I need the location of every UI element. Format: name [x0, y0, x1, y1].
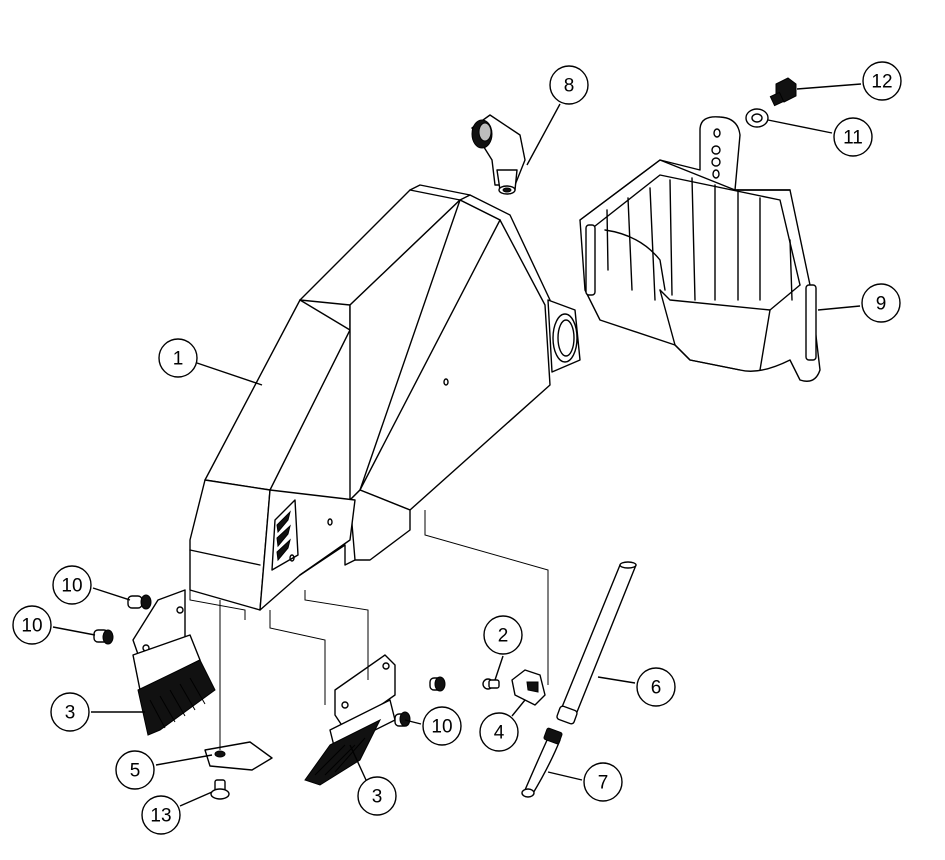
assembly-lines	[189, 510, 549, 750]
brush-left	[132, 589, 216, 736]
callout-circle	[141, 795, 181, 835]
callout-7: 7	[547, 762, 623, 802]
callout-number: 3	[65, 703, 76, 724]
callout-circle	[158, 338, 198, 378]
leader-line	[526, 103, 561, 166]
bolt	[769, 77, 797, 107]
main-housing	[189, 184, 581, 611]
callout-5: 5	[115, 750, 213, 790]
tube	[556, 561, 637, 725]
callout-circle	[52, 565, 92, 605]
callout-number: 7	[598, 773, 609, 794]
leader-line	[796, 83, 862, 90]
callout-number: 1	[173, 349, 184, 370]
callout-circle	[862, 61, 902, 101]
callout-3: 3	[349, 744, 397, 816]
callout-2: 2	[483, 615, 523, 681]
leader-line	[196, 362, 263, 386]
callout-12: 12	[796, 61, 902, 101]
leader-line	[597, 676, 636, 684]
callout-6: 6	[597, 667, 676, 707]
callout-1: 1	[158, 338, 263, 386]
callout-number: 10	[61, 576, 82, 597]
clip	[511, 669, 546, 706]
callout-10: 10	[52, 565, 131, 605]
leader-line	[404, 719, 422, 725]
washer	[745, 108, 769, 128]
leader-line	[767, 119, 833, 134]
callout-circle	[115, 750, 155, 790]
callout-circle	[50, 692, 90, 732]
callout-number: 13	[150, 806, 171, 827]
leader-line	[92, 587, 131, 601]
callout-number: 5	[130, 761, 141, 782]
elbow-fitting	[471, 114, 526, 195]
callout-number: 12	[871, 72, 892, 93]
callout-11: 11	[767, 117, 873, 157]
callout-number: 10	[431, 717, 452, 738]
callout-circle	[422, 706, 462, 746]
leader-line	[52, 626, 96, 636]
pin	[482, 678, 500, 690]
leader-line	[511, 699, 526, 717]
callout-number: 8	[564, 76, 575, 97]
callout-number: 11	[843, 128, 863, 149]
callout-number: 2	[498, 626, 509, 647]
callout-number: 4	[494, 723, 505, 744]
hose	[521, 727, 563, 798]
callout-circle	[483, 615, 523, 655]
callout-circle	[549, 65, 589, 105]
leader-line	[494, 655, 504, 681]
callout-circle	[12, 605, 52, 645]
callout-circle	[479, 712, 519, 752]
leader-line	[155, 754, 213, 766]
callout-10: 10	[404, 706, 462, 746]
rivet-1	[127, 594, 152, 610]
leader-line	[179, 791, 213, 807]
plate	[204, 741, 273, 771]
callout-circle	[833, 117, 873, 157]
brush-right	[304, 654, 396, 786]
callout-number: 6	[651, 678, 662, 699]
rivet-4	[429, 676, 446, 692]
callout-10: 10	[12, 605, 96, 645]
leader-line	[349, 744, 367, 781]
callout-circle	[636, 667, 676, 707]
callout-circle	[861, 283, 901, 323]
callout-circle	[357, 776, 397, 816]
rivet-2	[93, 629, 114, 645]
callout-circle	[583, 762, 623, 802]
callout-9: 9	[817, 283, 901, 323]
rivet-3	[394, 711, 411, 727]
callout-13: 13	[141, 791, 213, 835]
screw	[210, 779, 230, 800]
callout-3: 3	[50, 692, 145, 732]
callout-number: 10	[21, 616, 42, 637]
callout-number: 9	[876, 294, 887, 315]
callout-number: 3	[372, 787, 383, 808]
callout-8: 8	[526, 65, 589, 166]
leader-line	[547, 771, 583, 781]
callout-4: 4	[479, 699, 526, 752]
deflector-bag	[579, 116, 821, 382]
leader-line	[817, 305, 861, 311]
